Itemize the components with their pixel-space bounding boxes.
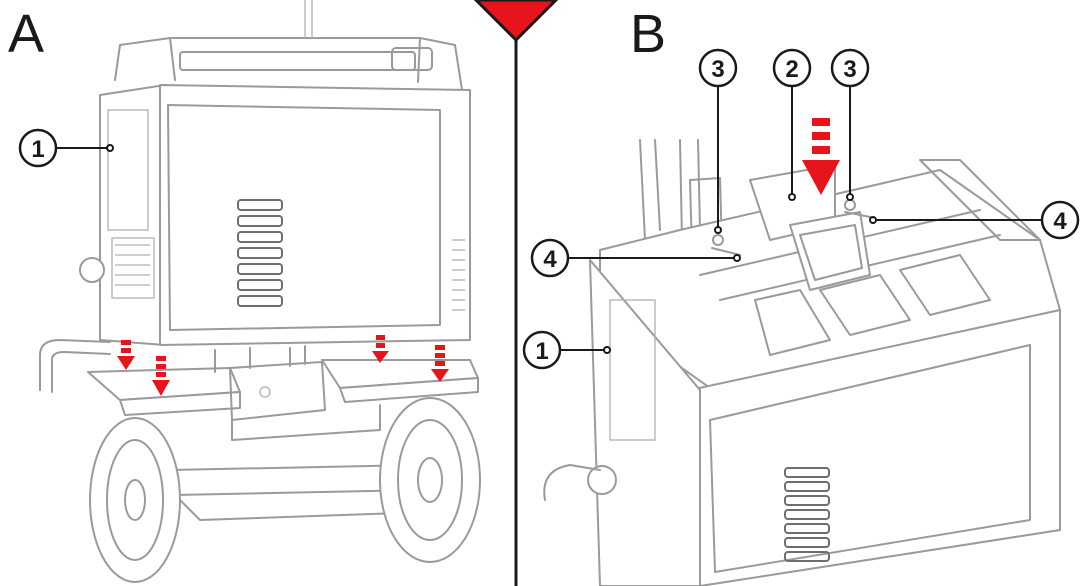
panel-letter-b: B xyxy=(630,4,666,64)
callout-b2-circle xyxy=(772,48,812,88)
callout-b4-right-number: 4 xyxy=(1053,208,1067,235)
callout-b3-right-circle xyxy=(830,48,870,88)
panel-b-drawing xyxy=(543,139,1061,586)
callout-a1-number: 1 xyxy=(31,136,44,163)
callout-b2-number: 2 xyxy=(785,56,798,83)
callout-b4-left-number: 4 xyxy=(543,246,557,273)
callout-b1-number: 1 xyxy=(535,338,548,365)
panel-a-drawing xyxy=(39,0,481,583)
callout-b3-right-number: 3 xyxy=(843,56,856,83)
callout-b3-left-circle xyxy=(698,48,738,88)
callout-b1-circle xyxy=(522,330,562,370)
callout-b4-left-circle xyxy=(530,238,570,278)
panel-b-down-arrow xyxy=(802,118,840,195)
panel-letter-a: A xyxy=(8,4,44,64)
callout-a1-circle xyxy=(18,128,58,168)
top-marker-triangle xyxy=(473,0,559,43)
panel-a-down-arrows xyxy=(117,335,449,396)
callout-b4-right-circle xyxy=(1040,200,1080,240)
callout-b3-left-number: 3 xyxy=(711,56,724,83)
